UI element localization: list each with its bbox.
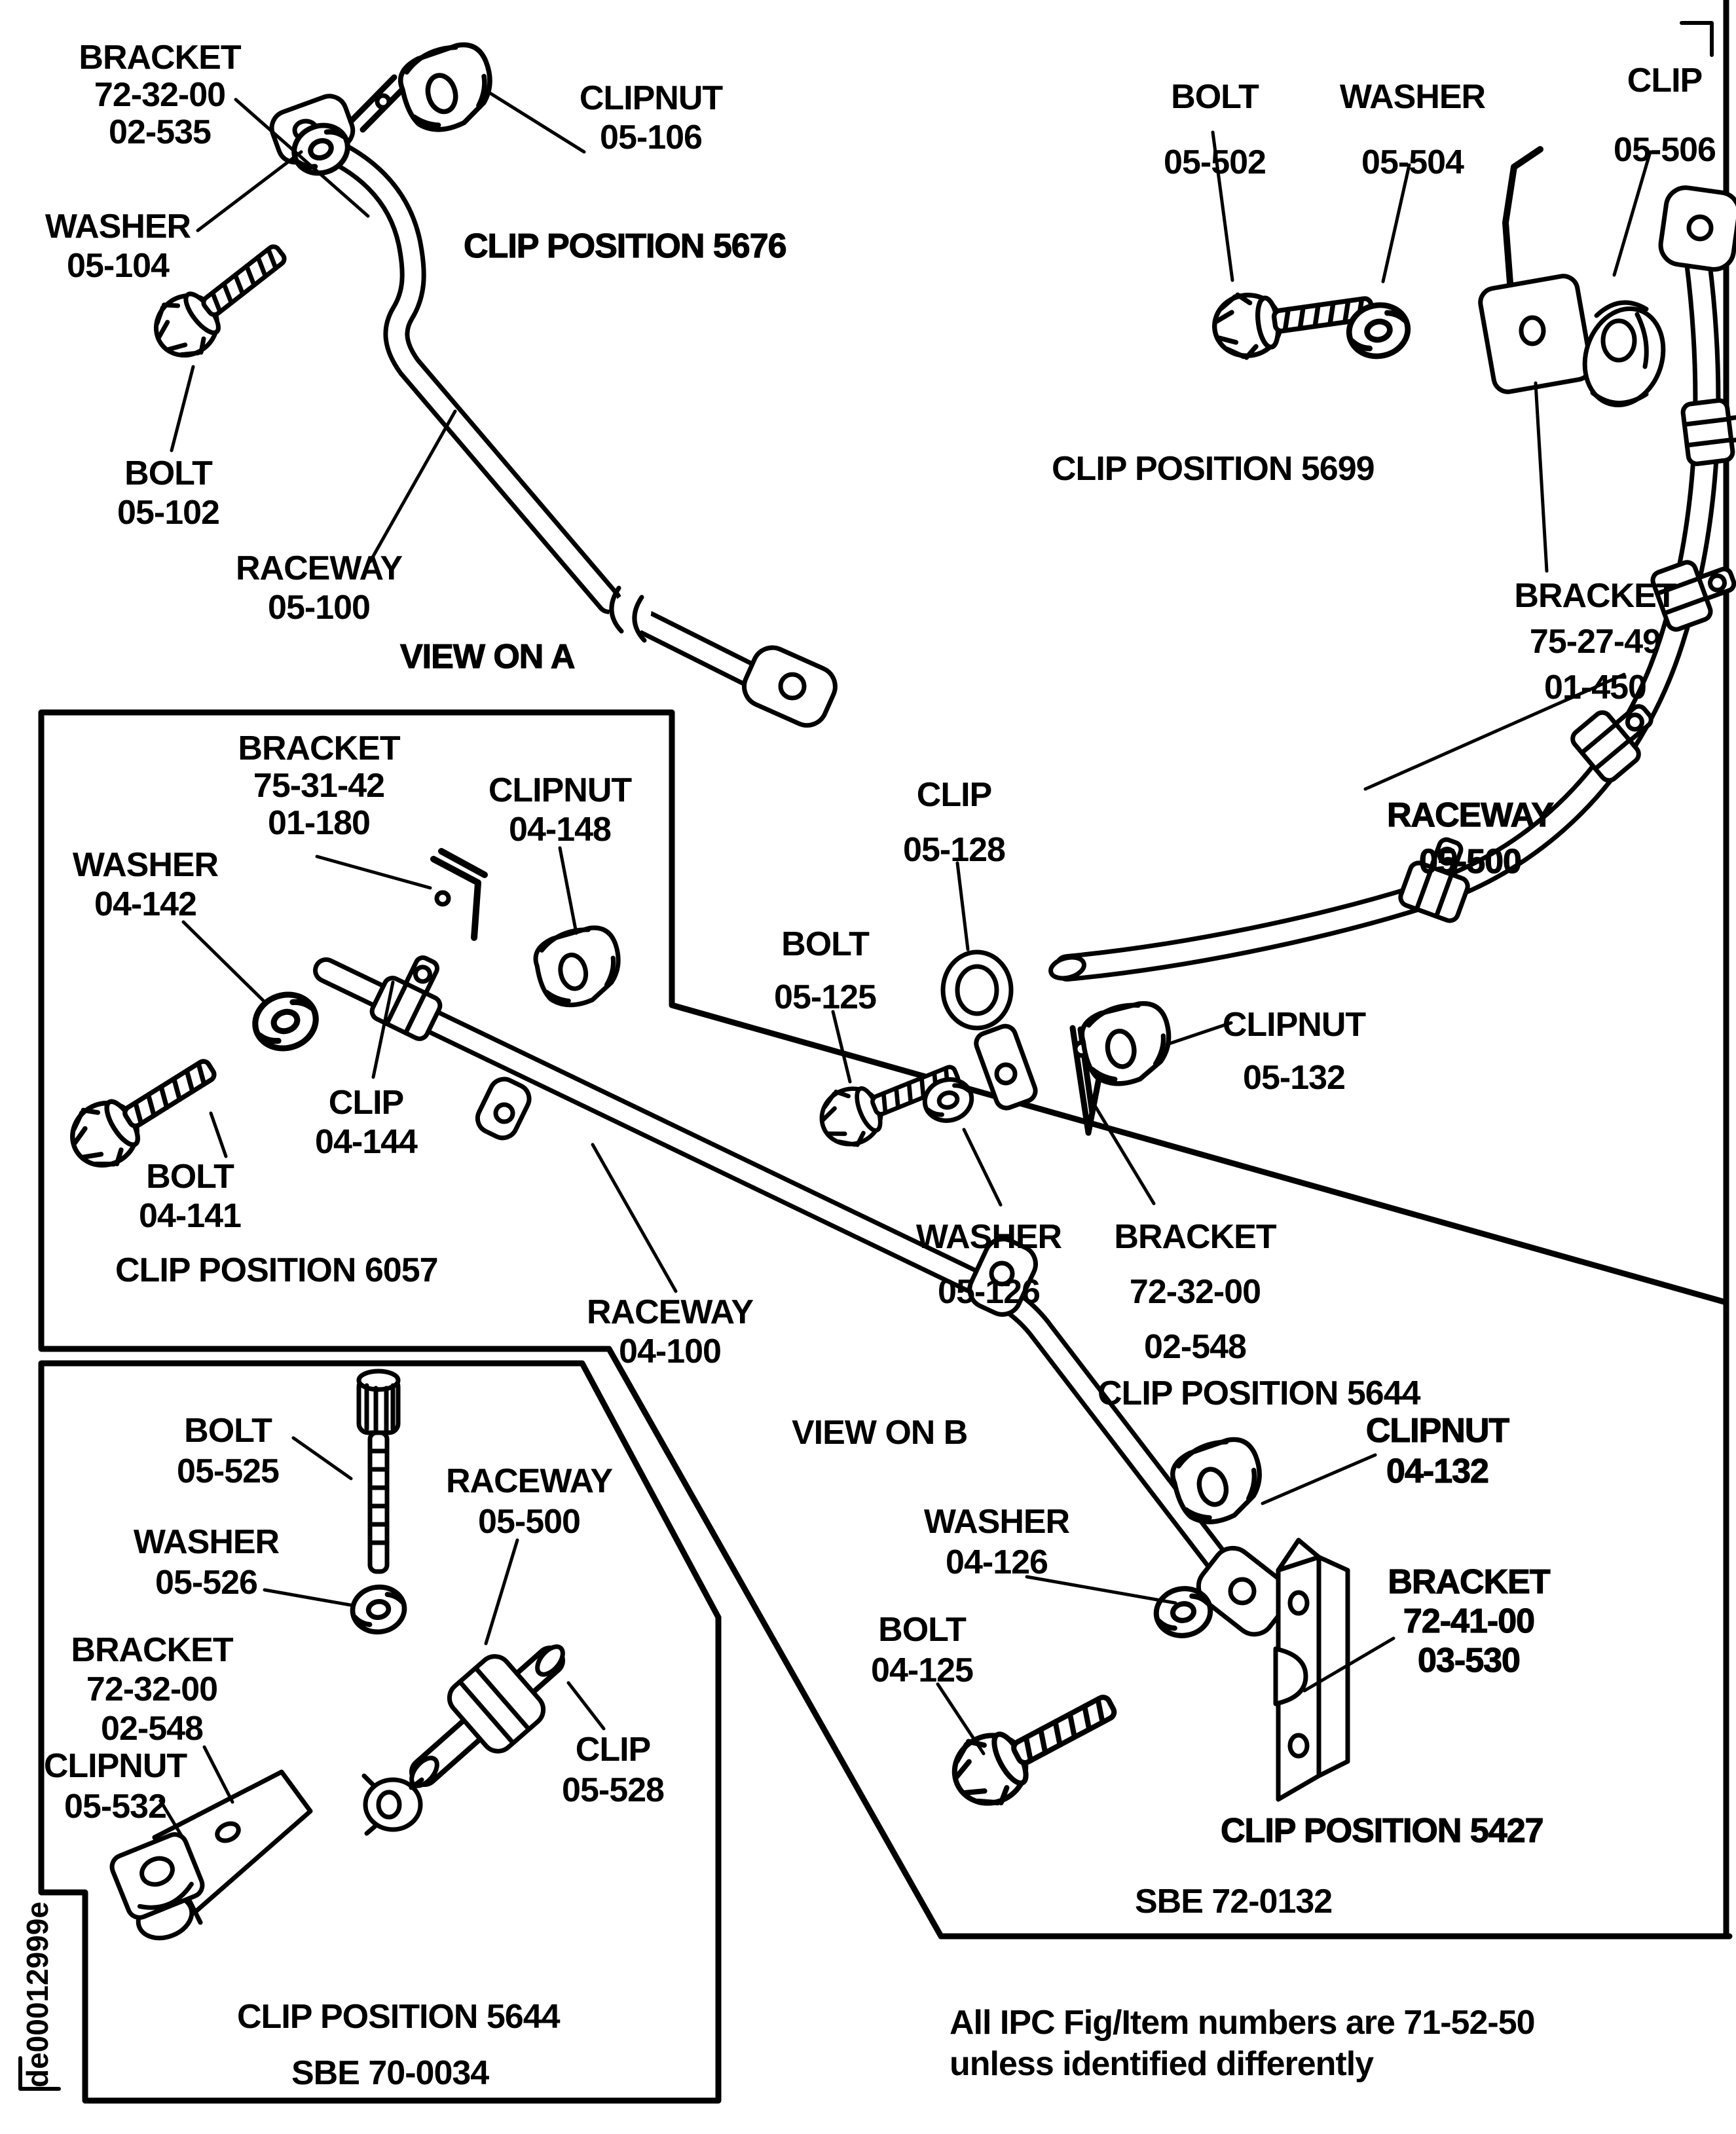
bracket-75-31-42-01-180-drawing (430, 848, 488, 941)
label-doc-code: de00012999e (20, 1902, 54, 2088)
bracket-72-41-00-03-530-drawing (1273, 1537, 1350, 1802)
label-bolt-05-125: BOLT 05-125 (774, 925, 877, 1016)
label-bracket-03-530: BRACKET 72-41-00 03-530 (1388, 1562, 1551, 1680)
label-clip-position-5644-b2: CLIP POSITION 5644 (237, 1998, 561, 2036)
box-sbe-70-0034-border (38, 1360, 722, 2104)
clipnut-05-132-drawing (1078, 999, 1175, 1089)
label-clip-05-506: CLIP 05-506 (1614, 62, 1716, 169)
label-bracket-02-535: BRACKET 72-32-00 02-535 (79, 39, 241, 151)
label-raceway-04-100: RACEWAY 04-100 (586, 1293, 754, 1371)
label-washer-04-126: WASHER 04-126 (923, 1503, 1070, 1581)
leader-lines (158, 91, 1652, 1841)
label-washer-05-526: WASHER 05-526 (133, 1523, 280, 1602)
bolt-05-525-drawing (356, 1369, 401, 1574)
raceway-04-100-drawing (313, 947, 1291, 1637)
label-washer-04-142: WASHER 04-142 (72, 846, 219, 923)
corner-marks (18, 21, 1714, 2091)
corner-mark-bottom-left (18, 2056, 61, 2091)
label-clipnut-04-132: CLIPNUT 04-132 (1365, 1411, 1510, 1490)
clip-05-528-raceway-05-500-drawing (361, 1644, 565, 1836)
label-view-on-b: VIEW ON B (792, 1414, 968, 1452)
raceway-05-100-drawing (269, 94, 838, 728)
label-sbe-72-0132: SBE 72-0132 (1135, 1883, 1333, 1921)
label-raceway-05-500-b2: RACEWAY 05-500 (445, 1462, 613, 1541)
label-ipc-note: All IPC Fig/Item numbers are 71-52-50 un… (950, 2004, 1536, 2083)
label-bolt-04-141: BOLT 04-141 (139, 1158, 242, 1235)
label-washer-05-504: WASHER 05-504 (1339, 78, 1486, 181)
label-clip-04-144: CLIP 04-144 (315, 1084, 418, 1161)
label-clip-position-5676: CLIP POSITION 5676 (463, 227, 787, 265)
bracket-75-27-49-01-450-drawing (1478, 146, 1593, 394)
clipnut-04-148-drawing (531, 923, 626, 1011)
washer-05-526-drawing (350, 1584, 407, 1636)
label-clipnut-05-532: CLIPNUT 05-532 (43, 1747, 187, 1826)
label-clip-position-6057: CLIP POSITION 6057 (115, 1251, 439, 1289)
label-bracket-02-548-b2: BRACKET 72-32-00 02-548 (71, 1631, 233, 1748)
divider-line (669, 1002, 1729, 1306)
label-washer-05-126: WASHER 05-126 (915, 1218, 1062, 1311)
bracket-72-32-00-02-535-drawing (348, 74, 409, 133)
clip-05-128-drawing (940, 949, 1038, 1111)
label-bracket-02-548-r: BRACKET 72-32-00 02-548 (1114, 1218, 1276, 1366)
view-b-region-border (606, 0, 1733, 1940)
label-raceway-05-100: RACEWAY 05-100 (235, 549, 403, 627)
label-bolt-05-502: BOLT 05-502 (1164, 78, 1266, 181)
label-bracket-01-450: BRACKET 75-27-49 01-450 (1514, 577, 1676, 707)
bolt-04-125-drawing (942, 1674, 1127, 1817)
clipnut-05-106-drawing (395, 39, 500, 138)
label-clip-position-5699: CLIP POSITION 5699 (1052, 450, 1375, 488)
label-clip-05-528: CLIP 05-528 (562, 1731, 665, 1809)
box-6057-border (38, 709, 675, 1352)
label-raceway-05-500-r: RACEWAY 05-500 (1386, 796, 1554, 881)
label-view-on-a: VIEW ON A (399, 638, 576, 676)
panel-borders (38, 0, 1733, 2104)
clipnut-05-532-drawing (109, 1832, 205, 1941)
label-bolt-04-125: BOLT 04-125 (871, 1611, 974, 1689)
label-clipnut-04-148: CLIPNUT 04-148 (488, 771, 632, 849)
clip-05-506-drawing (1582, 300, 1666, 408)
label-clipnut-05-106: CLIPNUT 05-106 (579, 79, 723, 156)
label-clip-position-5427: CLIP POSITION 5427 (1220, 1812, 1544, 1850)
label-bracket-01-180: BRACKET 75-31-42 01-180 (238, 729, 400, 842)
label-washer-05-104: WASHER 05-104 (45, 208, 191, 285)
label-clipnut-05-132: CLIPNUT 05-132 (1222, 1006, 1366, 1097)
label-clip-position-5644-r: CLIP POSITION 5644 (1098, 1374, 1421, 1412)
label-bolt-05-525: BOLT 05-525 (177, 1412, 280, 1490)
label-clip-05-128: CLIP 05-128 (903, 776, 1006, 869)
raceway-05-500-drawing (1048, 185, 1736, 982)
label-sbe-70-0034: SBE 70-0034 (291, 2054, 489, 2092)
label-bolt-05-102: BOLT 05-102 (117, 454, 220, 532)
corner-mark-top-right (1680, 21, 1714, 57)
